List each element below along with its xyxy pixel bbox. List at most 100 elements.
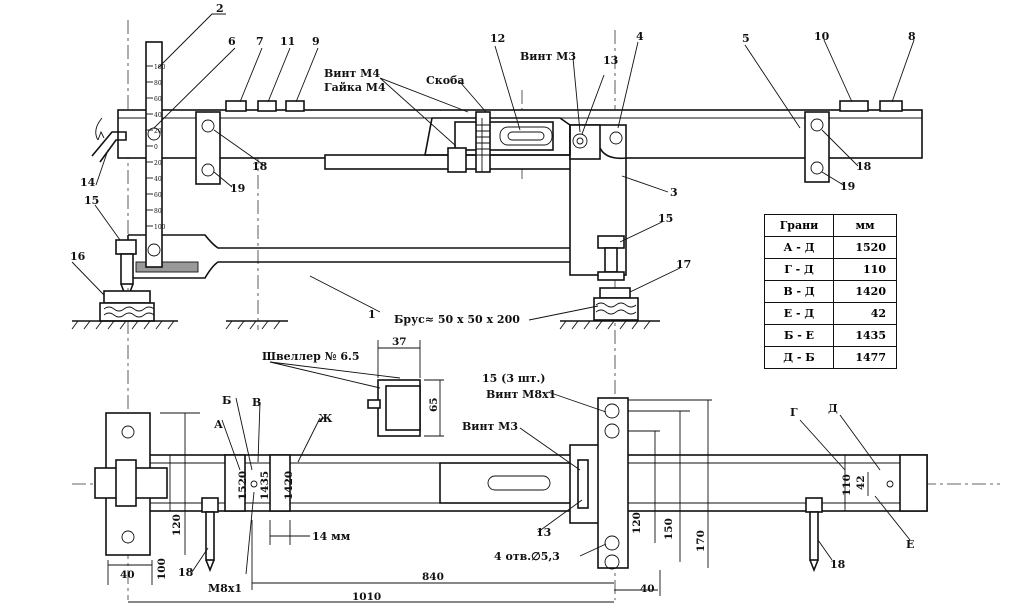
table-cell-mm: 42 (833, 302, 897, 325)
part-number-16: 16 (70, 250, 86, 263)
dim-170: 170 (695, 530, 707, 552)
part-number-12: 12 (490, 32, 505, 45)
plan-view (72, 391, 1000, 603)
part-number-10: 10 (814, 30, 830, 43)
face-letter-zh: Ж (318, 412, 333, 425)
label-vint-m8: Винт М8х1 (486, 388, 556, 401)
table-cell-mm: 1520 (833, 236, 897, 259)
part-number-14: 14 (80, 176, 96, 189)
dim-150: 150 (663, 518, 675, 540)
label-shveller: Швеллер № 6.5 (262, 350, 360, 363)
dim-120-right: 120 (631, 512, 643, 534)
label-skoba: Скоба (426, 74, 465, 87)
part-number-2: 2 (216, 2, 224, 15)
label-holes: 4 отв.∅5,3 (494, 550, 560, 563)
scale-tick-label: 80 (154, 80, 162, 87)
scale-tick-label: 40 (154, 112, 162, 119)
part-number-13-bottom: 13 (536, 526, 551, 539)
scale-tick-label: 60 (154, 96, 162, 103)
dim-42: 42 (855, 475, 867, 490)
dim-110: 110 (841, 474, 853, 496)
scale-tick-label: 60 (154, 192, 162, 199)
label-vint-m4: Винт М4 (324, 67, 380, 80)
dim-37: 37 (392, 336, 407, 348)
table-cell-face: Д - Б (764, 346, 834, 369)
face-letter-g: Г (790, 406, 798, 419)
scale-tick-label: 20 (154, 160, 162, 167)
scale-tick-label: 100 (154, 64, 166, 71)
dim-40-right: 40 (640, 583, 655, 595)
label-vint-m3-bottom: Винт М3 (462, 420, 518, 433)
scale-tick-label: 80 (154, 208, 162, 215)
dim-100: 100 (156, 558, 168, 580)
scale-tick-label: 40 (154, 176, 162, 183)
dim-840: 840 (422, 571, 444, 583)
part-number-4: 4 (636, 30, 644, 43)
part-number-1: 1 (368, 308, 376, 321)
label-gap-14: 14 мм (312, 530, 351, 543)
face-letter-v: В (252, 396, 261, 409)
part-number-19-right: 19 (840, 180, 855, 193)
table-cell-mm: 1420 (833, 280, 897, 303)
part-number-18-bottom-left: 18 (178, 566, 194, 579)
part-number-13: 13 (603, 54, 618, 67)
labels: 2 6 7 11 9 12 13 4 5 10 8 18 19 18 19 3 … (70, 2, 916, 603)
scale-tick-label: 100 (154, 224, 166, 231)
label-brus: Брус≈ 50 х 50 х 200 (394, 313, 520, 326)
dim-1520: 1520 (237, 471, 249, 500)
part-number-3: 3 (670, 186, 678, 199)
vertical-scale (145, 41, 163, 268)
table-cell-mm: 110 (833, 258, 897, 281)
table-cell-face: А - Д (764, 236, 834, 259)
ground-lines (71, 320, 660, 330)
dim-1010: 1010 (352, 591, 381, 603)
table-cell-mm: 1477 (833, 346, 897, 369)
part-number-7: 7 (256, 35, 264, 48)
part-number-18-bottom-right: 18 (830, 558, 846, 571)
scale-tick-label: 0 (154, 144, 158, 151)
dim-120-left: 120 (171, 514, 183, 536)
dim-1420: 1420 (283, 471, 295, 500)
table-cell-mm: 1435 (833, 324, 897, 347)
part-number-19-left: 19 (230, 182, 245, 195)
dim-65: 65 (428, 397, 440, 412)
clamp-plate-right (804, 111, 830, 183)
label-gaika-m4: Гайка М4 (324, 81, 386, 94)
table-cell-face: Е - Д (764, 302, 834, 325)
table-header-face: Грани (764, 214, 834, 237)
part-number-18-top-right: 18 (856, 160, 872, 173)
face-letter-a: А (214, 418, 223, 431)
part-number-15-left: 15 (84, 194, 99, 207)
lower-channel-top (128, 234, 570, 249)
part-number-17: 17 (676, 258, 691, 271)
part-number-15-right: 15 (658, 212, 673, 225)
face-letter-e: Е (906, 538, 914, 551)
part-number-11: 11 (280, 35, 295, 48)
face-letter-b: Б (222, 394, 231, 407)
dim-1435: 1435 (259, 471, 271, 500)
table-cell-face: В - Д (764, 280, 834, 303)
part-number-18-top-left: 18 (252, 160, 268, 173)
label-m8: М8х1 (208, 582, 242, 595)
part-number-9: 9 (312, 35, 320, 48)
part-number-5: 5 (742, 32, 750, 45)
part-number-8: 8 (908, 30, 916, 43)
clamp-plate-left (195, 111, 221, 185)
table-header-row: Грани мм (764, 214, 897, 237)
label-vint-m3-top: Винт М3 (520, 50, 576, 63)
channel-section (269, 340, 444, 437)
dim-40-left: 40 (120, 569, 135, 581)
table-header-mm: мм (833, 214, 897, 237)
label-screws-count: 15 (3 шт.) (482, 372, 546, 385)
face-letter-d: Д (828, 402, 838, 415)
table-cell-face: Б - Е (764, 324, 834, 347)
